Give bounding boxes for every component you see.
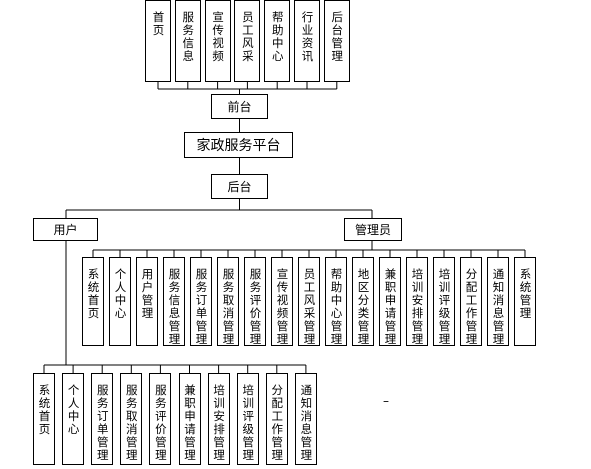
backend-node: 后台 [211,174,268,199]
admin-module-box: 系统管理 [514,257,536,346]
frontend-module-box: 服务信息 [174,0,201,82]
user-module-box: 服务评价管理 [149,373,172,465]
module-label: 系统首页 [37,384,52,436]
module-label: 培训安排管理 [212,384,227,462]
frontend-node: 前台 [211,94,268,119]
user-module-box: 分配工作管理 [265,373,288,465]
admin-module-box: 个人中心 [109,257,131,346]
user-label: 用户 [53,223,78,237]
user-module-box: 个人中心 [62,373,85,465]
module-label: 分配工作管理 [464,268,479,346]
module-label: 兼职申请管理 [183,384,197,462]
module-label: 服务取消管理 [124,384,139,462]
module-label: 帮助中心管理 [329,268,344,346]
module-label: 分配工作管理 [270,384,285,462]
user-module-box: 兼职申请管理 [178,373,201,465]
frontend-module-box: 宣传视频 [204,0,231,82]
user-module-box: 系统首页 [33,373,55,465]
admin-module-box: 通知消息管理 [487,257,509,346]
module-label: 首页 [151,11,166,37]
module-label: 服务评价管理 [153,384,168,462]
module-label: 后台管理 [330,11,345,63]
admin-module-box: 服务取消管理 [217,257,239,346]
admin-module-box: 用户管理 [136,257,158,346]
module-label: 服务订单管理 [95,384,110,462]
admin-label: 管理员 [354,223,391,237]
module-label: 服务信息 [181,11,196,63]
module-label: 兼职申请管理 [383,268,398,346]
module-label: 个人中心 [66,384,81,436]
module-label: 帮助中心 [270,11,285,63]
user-module-box: 培训评级管理 [236,373,259,465]
admin-module-box: 服务评价管理 [244,257,266,346]
module-label: 服务取消管理 [221,268,236,346]
admin-module-box: 员工风采管理 [298,257,320,346]
user-module-box: 服务取消管理 [120,373,143,465]
admin-module-box: 系统首页 [82,257,104,346]
user-module-box: 培训安排管理 [207,373,230,465]
backend-label: 后台 [227,180,252,194]
admin-module-box: 宣传视频管理 [271,257,293,346]
platform-node: 家政服务平台 [184,132,293,158]
module-label: 宣传视频 [211,11,226,63]
admin-module-box: 服务订单管理 [190,257,212,346]
admin-node: 管理员 [344,218,402,241]
frontend-module-box: 首页 [145,0,171,82]
module-label: 培训评级管理 [241,384,256,462]
stray-mark: – [383,394,389,408]
module-label: 地区分类管理 [356,268,371,346]
admin-module-box: 分配工作管理 [460,257,482,346]
module-label: 行业资讯 [300,11,315,63]
module-label: 宣传视频管理 [275,268,290,346]
platform-label: 家政服务平台 [196,138,281,154]
module-label: 用户管理 [140,268,155,320]
frontend-module-box: 员工风采 [234,0,261,82]
module-label: 服务订单管理 [194,268,209,346]
admin-module-box: 兼职申请管理 [379,257,401,346]
admin-module-box: 服务信息管理 [163,257,185,346]
admin-module-box: 培训评级管理 [433,257,455,346]
user-node: 用户 [33,218,98,241]
admin-module-box: 培训安排管理 [406,257,428,346]
user-module-box: 服务订单管理 [91,373,114,465]
frontend-label: 前台 [227,100,252,114]
frontend-module-box: 后台管理 [323,0,350,82]
module-label: 系统管理 [518,268,533,320]
module-label: 服务评价管理 [248,268,263,346]
module-label: 个人中心 [113,268,128,320]
module-label: 员工风采 [240,11,255,63]
module-label: 员工风采管理 [302,268,317,346]
module-label: 系统首页 [86,268,101,320]
user-module-box: 通知消息管理 [294,373,317,465]
module-label: 服务信息管理 [167,268,182,346]
module-label: 培训安排管理 [410,268,425,346]
admin-module-box: 帮助中心管理 [325,257,347,346]
frontend-module-box: 行业资讯 [294,0,320,82]
frontend-module-box: 帮助中心 [264,0,291,82]
module-label: 通知消息管理 [299,384,314,462]
module-label: 通知消息管理 [491,268,506,346]
admin-module-box: 地区分类管理 [352,257,374,346]
module-label: 培训评级管理 [437,268,452,346]
